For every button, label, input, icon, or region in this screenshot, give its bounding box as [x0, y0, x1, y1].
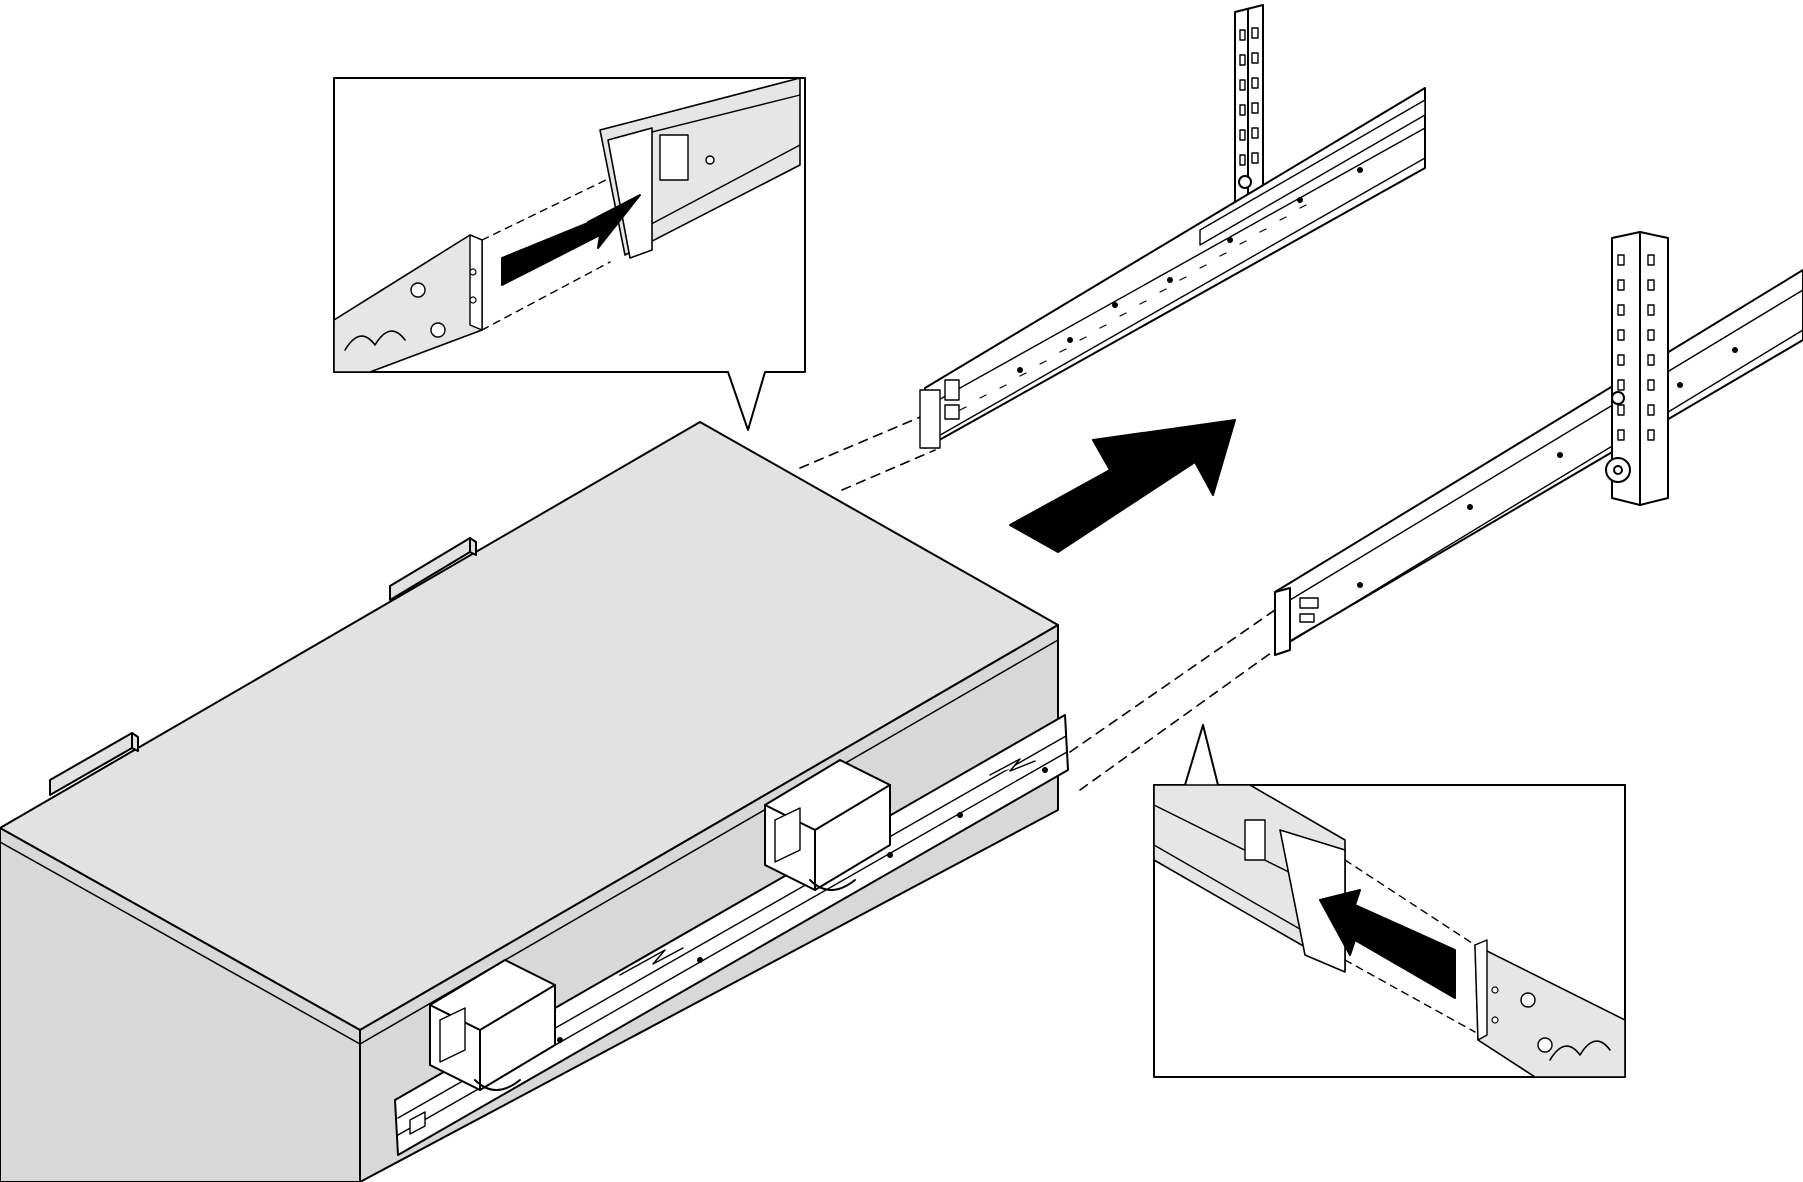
detail-callout-bottom: [1153, 724, 1626, 1078]
chassis-handle-rear: [764, 759, 891, 891]
move-arrow-icon: [501, 194, 641, 286]
move-arrow-icon: [1319, 889, 1456, 999]
rack-post-right: [1605, 231, 1669, 506]
move-arrow-icon: [1009, 419, 1236, 553]
chassis-handle-front: [429, 959, 556, 1091]
detail-callout-top: [333, 77, 806, 431]
rack-rail-left: [919, 87, 1426, 449]
rack-rail-right: [1274, 269, 1803, 656]
dashed-guide-lines: [799, 414, 1276, 791]
rack-post-left: [1234, 4, 1264, 213]
